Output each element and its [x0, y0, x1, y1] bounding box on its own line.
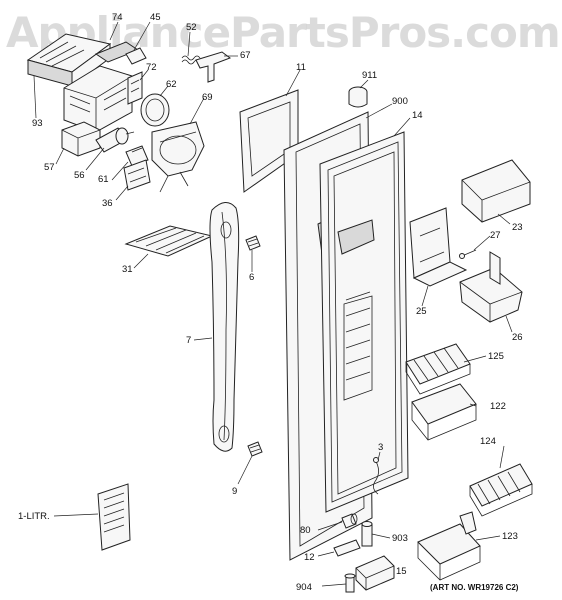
callout-123[interactable]: 123	[502, 531, 518, 542]
part-93-control-module[interactable]	[26, 33, 112, 87]
part-9-bolt[interactable]	[247, 441, 263, 457]
callout-9[interactable]: 9	[232, 486, 237, 497]
callout-122[interactable]: 122	[490, 401, 506, 412]
callout-904[interactable]: 904	[296, 582, 312, 593]
part-69-auger-assembly[interactable]	[151, 121, 205, 193]
part-903-tube[interactable]	[361, 521, 373, 547]
leader-lines	[33, 21, 513, 587]
callout-57[interactable]: 57	[44, 162, 55, 173]
part-45-clip[interactable]	[125, 47, 147, 65]
callout-80[interactable]: 80	[300, 525, 311, 536]
callout-93[interactable]: 93	[32, 118, 43, 129]
part-904-screw[interactable]	[344, 573, 356, 593]
part-27-screw[interactable]	[459, 249, 477, 259]
part-72-bracket[interactable]	[127, 71, 143, 105]
part-26-bin[interactable]	[459, 251, 523, 323]
callout-3[interactable]: 3	[378, 442, 383, 453]
part-15-bracket[interactable]	[355, 555, 395, 591]
callout-6[interactable]: 6	[249, 272, 254, 283]
callout-7[interactable]: 7	[186, 335, 191, 346]
callout-903[interactable]: 903	[392, 533, 408, 544]
part-911-cap[interactable]	[348, 86, 368, 108]
callout-14[interactable]: 14	[412, 110, 423, 121]
part-62-ring[interactable]	[140, 93, 170, 127]
callout-911[interactable]: 911	[362, 70, 377, 81]
part-56-motor[interactable]	[95, 127, 135, 153]
callout-26[interactable]: 26	[512, 332, 523, 343]
part-7-handle[interactable]	[209, 202, 240, 452]
callout-74[interactable]: 74	[112, 12, 123, 23]
callout-31[interactable]: 31	[122, 264, 133, 275]
callout-12[interactable]: 12	[304, 552, 315, 563]
callout-11[interactable]: 11	[296, 62, 306, 73]
callout-69[interactable]: 69	[202, 92, 213, 103]
callout-45[interactable]: 45	[150, 12, 161, 23]
callout-1-litr[interactable]: 1-LITR.	[18, 511, 50, 522]
callout-23[interactable]: 23	[512, 222, 523, 233]
callout-67[interactable]: 67	[240, 50, 251, 61]
part-14-door-liner[interactable]	[319, 131, 409, 513]
part-125-wire-shelf[interactable]	[405, 343, 471, 395]
art-number: (ART NO. WR19726 C2)	[430, 583, 519, 592]
part-122-bin[interactable]	[411, 383, 477, 441]
part-12-lever[interactable]	[333, 539, 361, 557]
part-123-bin[interactable]	[417, 511, 481, 581]
part-124-wire-shelf[interactable]	[469, 463, 533, 517]
callout-labels: 74 45 52 67 72 62 69 93 57 56 61 36 11 9…	[18, 12, 523, 593]
part-80-fitting[interactable]	[341, 513, 358, 529]
callout-52[interactable]: 52	[186, 22, 197, 33]
part-36-actuator[interactable]	[123, 159, 151, 191]
callout-27[interactable]: 27	[490, 230, 501, 241]
callout-15[interactable]: 15	[396, 566, 407, 577]
callout-900[interactable]: 900	[392, 96, 408, 107]
callout-62[interactable]: 62	[166, 79, 177, 90]
callout-61[interactable]: 61	[98, 174, 109, 185]
part-25-bracket[interactable]	[409, 207, 468, 287]
callout-125[interactable]: 125	[488, 351, 504, 362]
callout-25[interactable]: 25	[416, 306, 427, 317]
callout-56[interactable]: 56	[74, 170, 85, 181]
part-31-grille[interactable]	[124, 225, 214, 257]
part-3-wire[interactable]	[373, 457, 379, 495]
part-67-bracket[interactable]	[195, 51, 232, 83]
callout-36[interactable]: 36	[102, 198, 113, 209]
part-6-screw[interactable]	[245, 235, 261, 251]
part-57-box[interactable]	[61, 121, 101, 157]
part-1-litr-manual[interactable]	[97, 483, 131, 551]
callout-124[interactable]: 124	[480, 436, 496, 447]
part-74-housing[interactable]	[63, 41, 140, 133]
callout-72[interactable]: 72	[146, 62, 157, 73]
part-23-cover[interactable]	[461, 159, 531, 223]
